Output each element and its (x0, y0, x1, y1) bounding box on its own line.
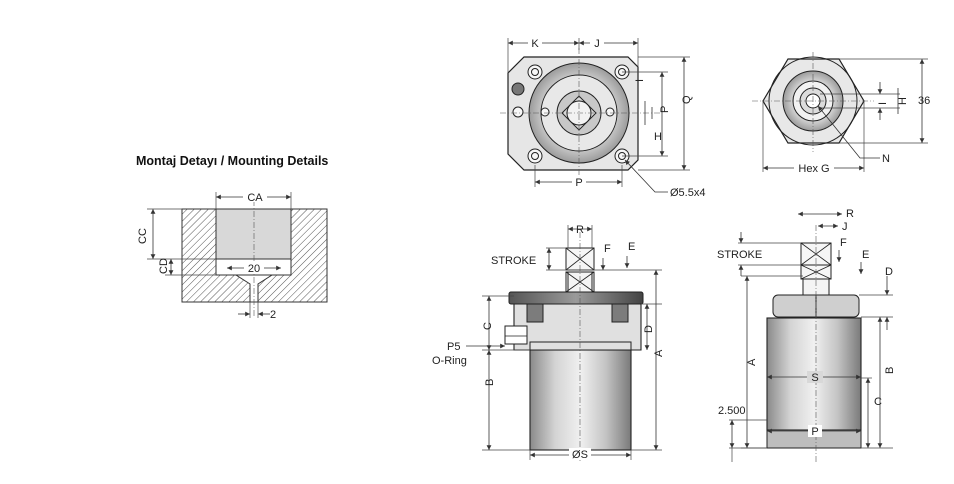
q-label: Q (681, 95, 693, 104)
a-label-side: A (746, 358, 758, 366)
i-label-end: I (877, 102, 889, 105)
ca-label: CA (247, 192, 263, 204)
p-label-bottom: P (575, 177, 582, 189)
dim-20-label: 20 (248, 263, 260, 275)
f-label-front: F (604, 243, 611, 255)
j-label-side: J (842, 221, 848, 233)
s-label: S (811, 372, 818, 384)
side-view: R J F E STROKE D A S B C (717, 208, 896, 462)
p-label-side: P (811, 426, 818, 438)
dim-2-label: 2 (270, 309, 276, 321)
dim-2500-label: 2.500 (718, 405, 746, 417)
cd-label: CD (158, 258, 170, 274)
n-label: N (882, 153, 890, 165)
d-label-side: D (885, 266, 893, 278)
e-label-front: E (628, 241, 635, 253)
end-view: I H 36 Hex G N (752, 52, 930, 175)
f-label-side: F (840, 237, 847, 249)
j-label: J (594, 38, 600, 50)
i-label-top: I (634, 79, 646, 82)
stroke-label-front: STROKE (491, 255, 536, 267)
hole-label: Ø5.5x4 (670, 187, 705, 199)
oring-label: O-Ring (432, 355, 467, 367)
dim-36-label: 36 (918, 95, 930, 107)
r-label-front: R (576, 224, 584, 236)
b-label-side: B (884, 367, 896, 374)
top-view: K J P Q I H P Ø5.5x4 (500, 36, 705, 199)
mounting-title: Montaj Detayı / Mounting Details (136, 154, 328, 168)
p5-label: P5 (447, 341, 460, 353)
k-label: K (531, 38, 539, 50)
b-label-front: B (484, 379, 496, 386)
mounting-section (181, 200, 328, 316)
mounting-details: Montaj Detayı / Mounting Details CA CC C… (136, 154, 328, 321)
stroke-label-side: STROKE (717, 249, 762, 261)
front-view: R F E STROKE C B P5 O-Ring D A (432, 224, 665, 462)
cc-label: CC (137, 228, 149, 244)
a-label-front: A (653, 349, 665, 357)
d-label-front: D (643, 325, 655, 333)
r-label-side: R (846, 208, 854, 220)
p-label-right: P (659, 106, 671, 113)
c-label-side: C (874, 396, 882, 408)
os-label: ØS (572, 449, 588, 461)
mounting-holes (511, 64, 630, 164)
e-label-side: E (862, 249, 869, 261)
c-label-front: C (482, 322, 494, 330)
hex-g-label: Hex G (798, 163, 829, 175)
h-label-end: H (897, 97, 909, 105)
h-label-top: H (654, 131, 662, 143)
